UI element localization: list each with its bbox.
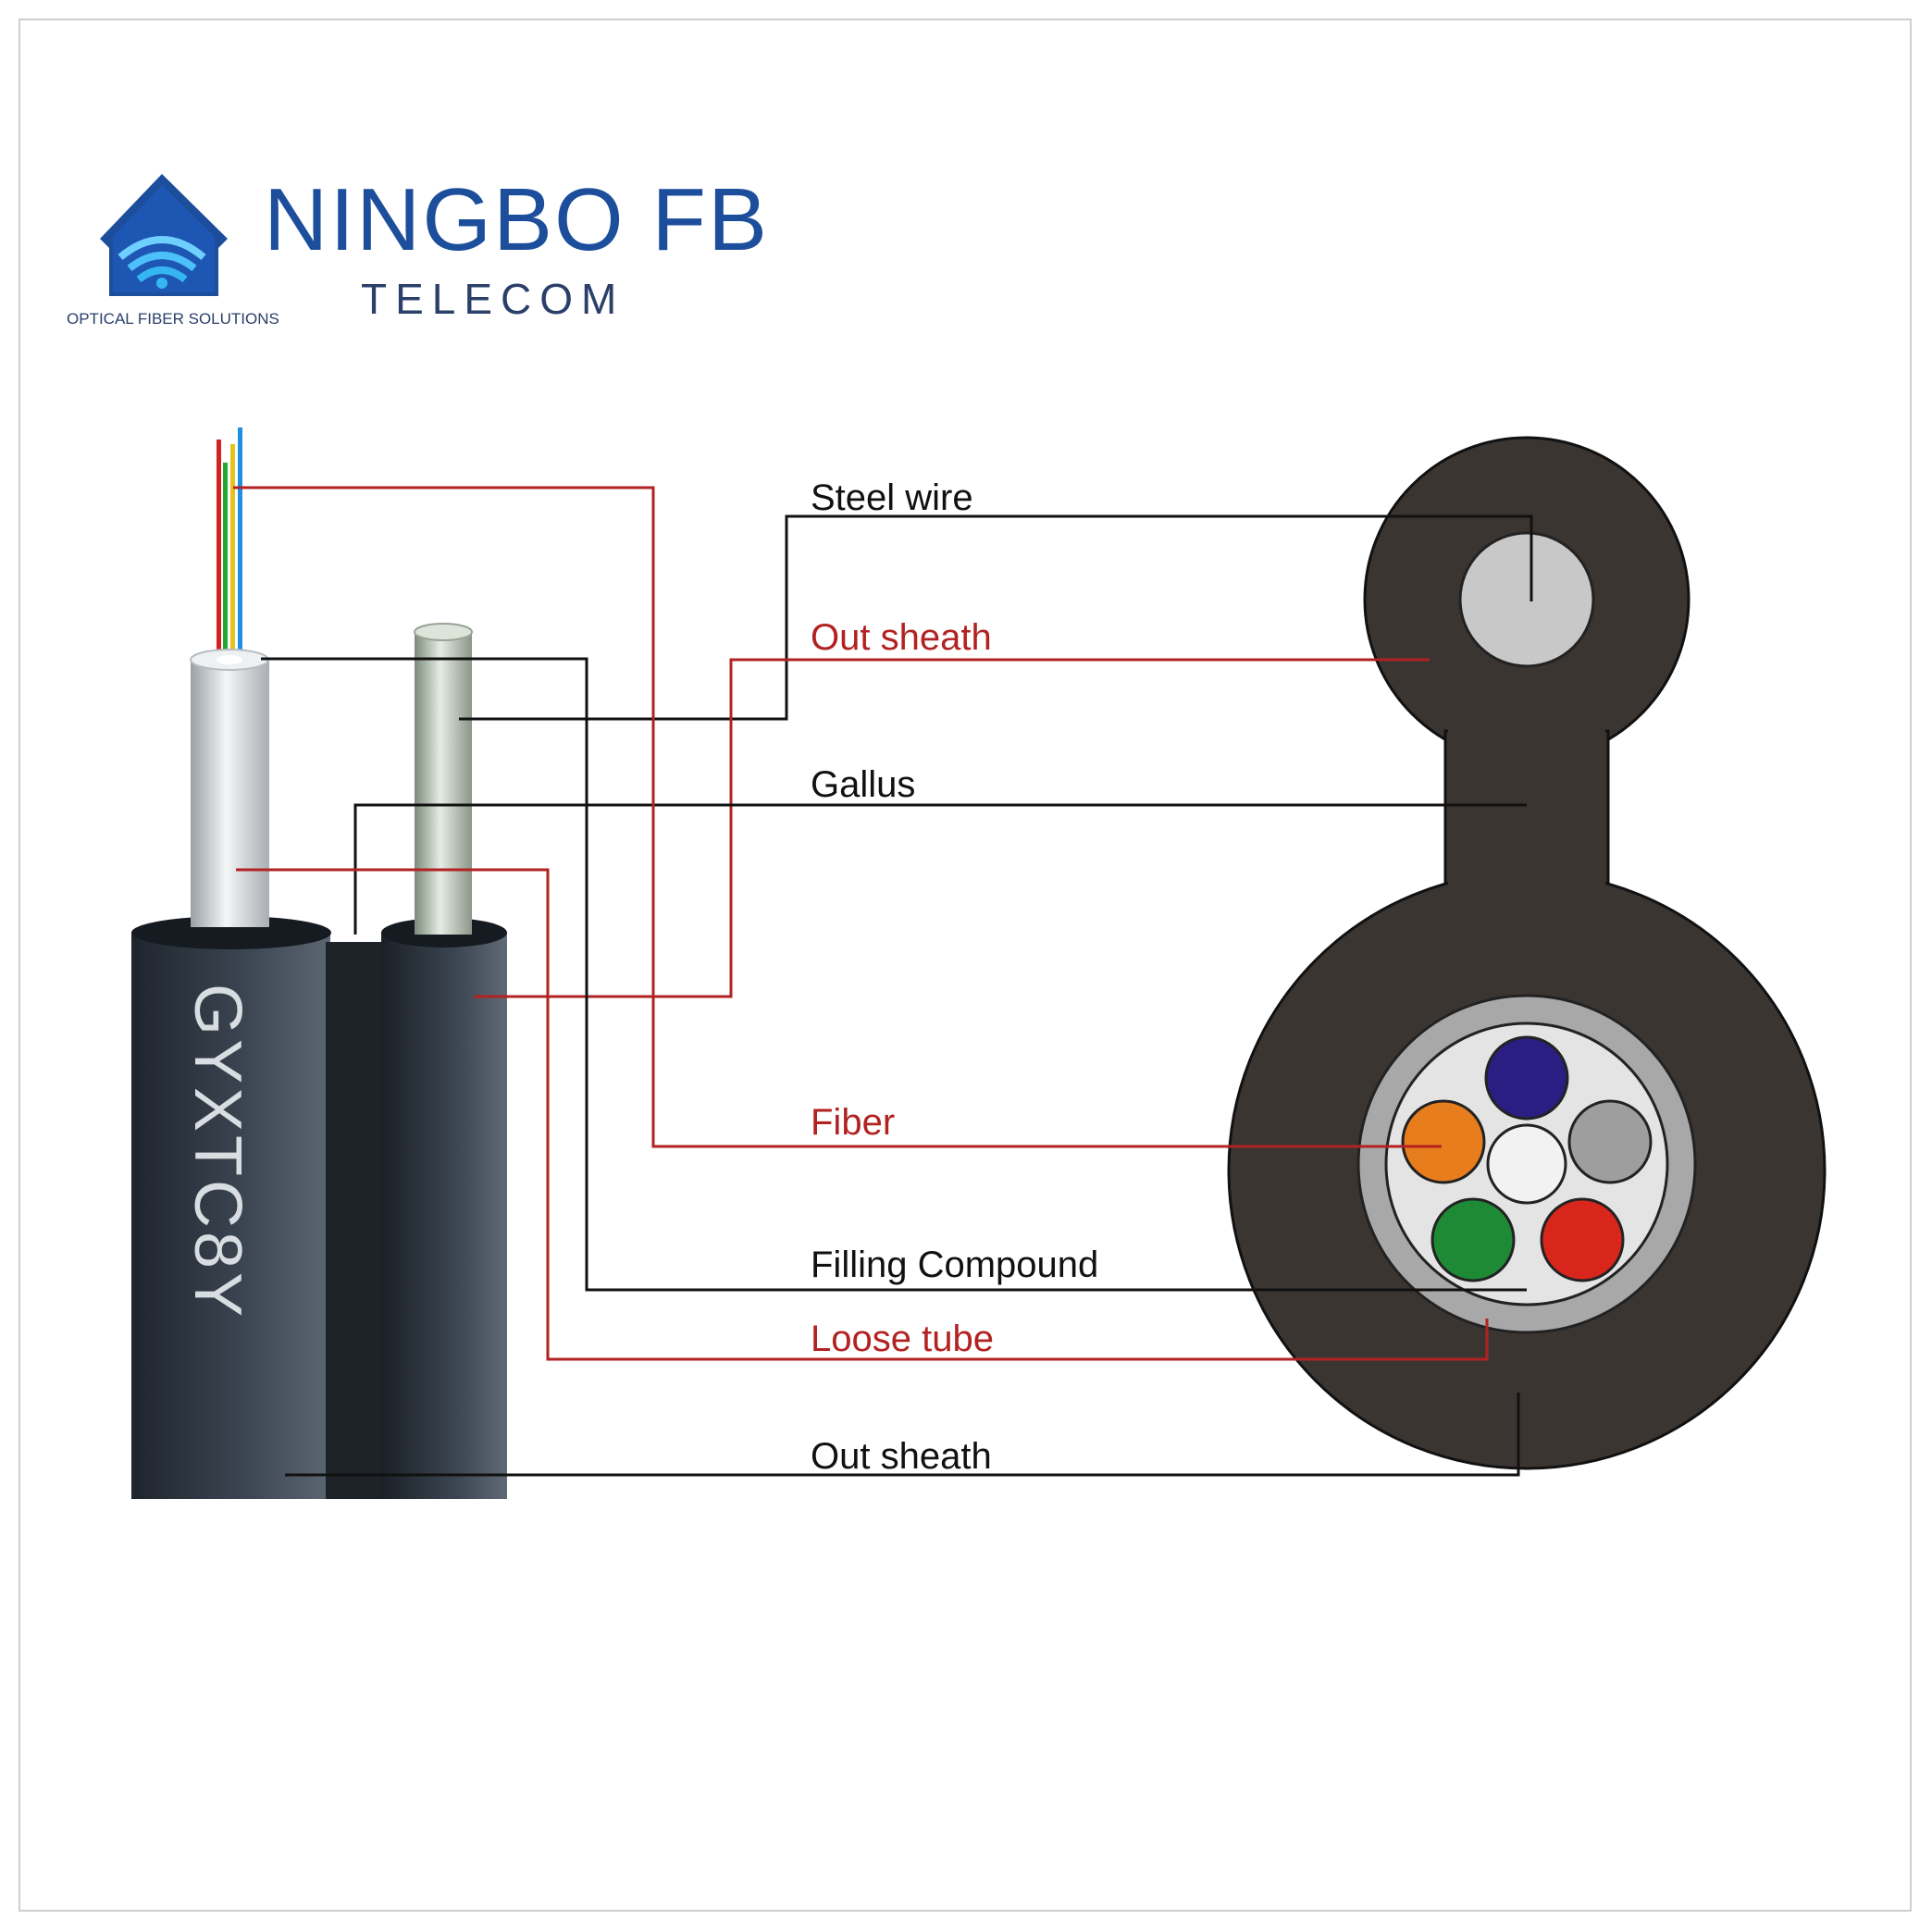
leader-fiber [233,486,1442,1148]
label-out-sheath-top: Out sheath [811,617,992,658]
label-steel-wire: Steel wire [811,477,973,518]
leader-loose-tube [236,868,1489,1361]
cable-3d-illustration [131,427,507,1499]
brand-tagline: OPTICAL FIBER SOLUTIONS [67,310,279,328]
fiber-strand-red [217,440,221,666]
brand-subtitle: TELECOM [361,275,625,323]
fiber-dot-blue [1484,1035,1569,1121]
fiber-strand-yellow [230,444,235,666]
label-fiber: Fiber [811,1102,896,1143]
logo-house-icon [100,174,228,296]
leader-filling-compound [261,657,1527,1292]
leader-lines [233,486,1533,1477]
label-filling-compound: Filling Compound [811,1245,1099,1285]
cable-model-text: GYXTC8Y [180,984,254,1320]
fiber-dot-gray [1567,1099,1653,1184]
fiber-strand-green [223,463,228,666]
brand-name: NINGBO FB [264,170,770,269]
steel-wire-section [1458,531,1595,668]
label-out-sheath-bottom: Out sheath [811,1436,992,1477]
fiber-strand-blue [238,427,242,666]
gallus-3d [326,942,383,1499]
label-loose-tube: Loose tube [811,1319,994,1359]
leader-out-sheath-top [474,658,1430,998]
leader-steel-wire [459,514,1533,721]
leader-gallus [353,803,1527,935]
fiber-dot-red [1540,1197,1625,1282]
cable-sheath-3d [131,933,330,1499]
label-gallus: Gallus [811,764,916,805]
fiber-dot-orange [1401,1099,1486,1184]
messenger-sheath-3d [381,933,507,1499]
fiber-dot-green [1430,1197,1516,1282]
leader-out-sheath-bottom [285,1393,1520,1477]
fiber-dot-white [1486,1123,1567,1205]
cable-cross-section [1227,436,1827,1470]
